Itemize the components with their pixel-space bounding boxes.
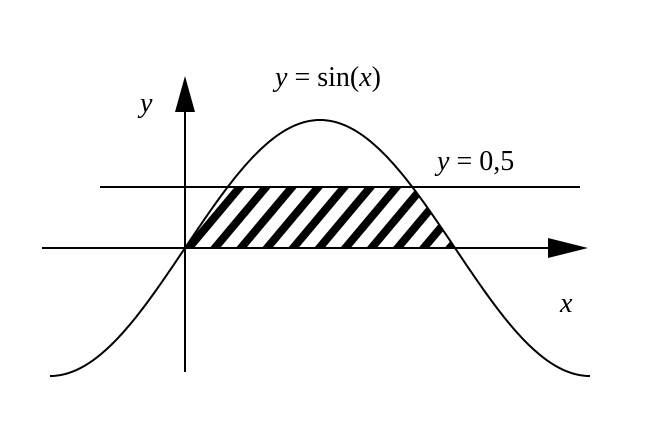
x-axis-arrow-icon [548,238,588,258]
y-axis-arrow-icon [175,76,195,112]
shaded-region [185,187,455,248]
sine-curve [49,118,591,377]
y-axis-label: y [137,88,153,119]
line-label: y = 0,5 [434,146,514,177]
x-axis-label: x [559,288,573,319]
curve-label: y = sin(x) [272,62,381,93]
